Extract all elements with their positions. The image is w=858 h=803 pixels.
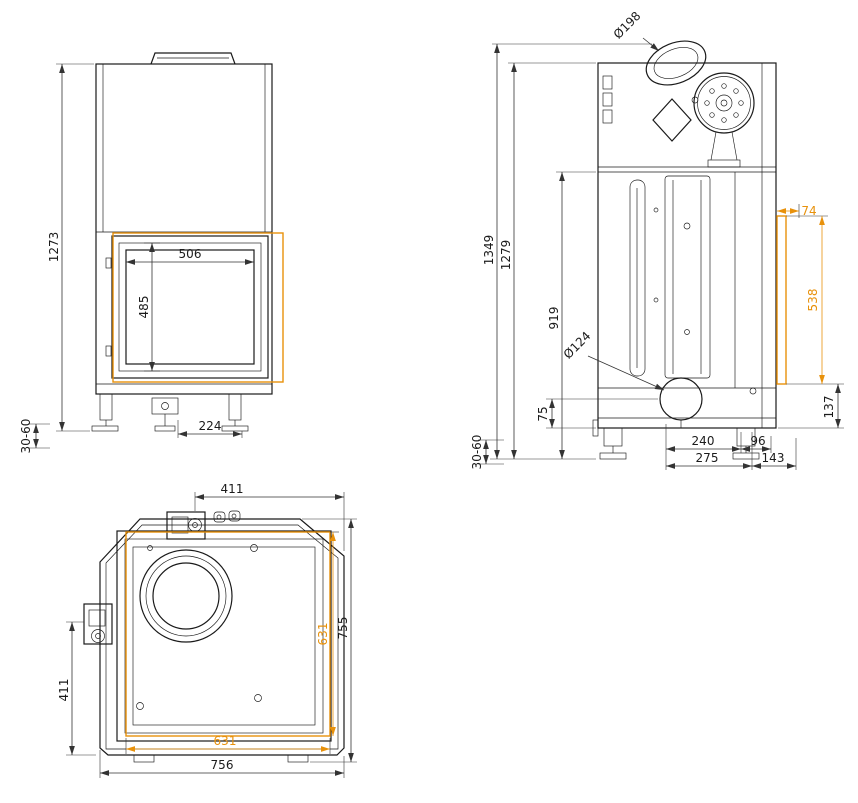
side-accent-panel <box>776 215 787 385</box>
front-hinge-top <box>105 257 112 269</box>
front-foot-right <box>221 425 249 432</box>
side-foot-front <box>599 452 627 460</box>
side-damper-diamond <box>652 98 692 142</box>
front-view: 1273 30-60 506 485 224 <box>19 52 284 454</box>
dim-label-front-glass-height: 485 <box>137 296 151 319</box>
dim-label-side-back-overhang: 143 <box>762 451 785 465</box>
top-outer-outline <box>99 518 345 756</box>
dim-label-top-width-overall: 756 <box>211 758 234 772</box>
top-latch-left <box>83 603 113 645</box>
leader-flue <box>642 37 660 52</box>
front-foot-left <box>91 425 119 432</box>
side-base <box>592 419 760 460</box>
front-hinge-bottom <box>105 345 112 357</box>
side-vent-slots <box>602 75 613 124</box>
side-inner-panels <box>629 172 736 388</box>
dim-label-side-duct-to-back: 275 <box>696 451 719 465</box>
dim-label-side-flue-diameter: Ø198 <box>611 9 644 42</box>
dim-label-side-top-offset: 74 <box>801 204 816 218</box>
front-accent-frame <box>112 232 284 383</box>
side-body <box>597 40 777 429</box>
dim-label-top-accent-width: 631 <box>214 734 237 748</box>
dim-label-side-duct-to-rear: 240 <box>692 434 715 448</box>
top-foot-tab-right <box>287 754 309 763</box>
front-glass <box>125 249 255 365</box>
front-center-box <box>151 397 179 415</box>
side-dimensions: Ø198 1349 1279 919 Ø124 75 30-60 <box>470 9 844 470</box>
dim-label-side-rear-offset: 96 <box>750 434 765 448</box>
front-door-frame <box>111 235 269 379</box>
front-body <box>95 52 273 395</box>
dim-label-side-foot-range: 30-60 <box>470 435 484 470</box>
front-base <box>91 393 249 432</box>
dim-label-top-accent-depth: 631 <box>316 623 330 646</box>
leader-duct <box>587 355 665 391</box>
top-foot-tab-left <box>133 754 155 763</box>
top-inner-body <box>116 530 332 742</box>
side-flue-outlet <box>645 40 707 86</box>
dim-label-front-foot-spacing: 224 <box>199 419 222 433</box>
dim-label-side-mid-height: 919 <box>547 307 561 330</box>
dim-label-side-rear-panel-height: 538 <box>806 289 820 312</box>
dim-label-side-overall-height: 1349 <box>482 235 496 266</box>
top-latch-top <box>166 511 206 540</box>
dim-label-front-glass-width: 506 <box>179 247 202 261</box>
top-flue-circle-inner <box>152 562 220 630</box>
side-fan-unit <box>693 72 755 168</box>
side-body-outline <box>597 62 777 429</box>
dim-label-top-latch-to-bottom: 411 <box>57 679 71 702</box>
dim-label-side-duct-height: 75 <box>536 406 550 421</box>
top-dimensions: 411 411 755 631 631 756 <box>57 482 357 778</box>
top-view: 411 411 755 631 631 756 <box>57 482 357 778</box>
side-foot-rear <box>732 452 760 460</box>
top-body <box>83 510 345 763</box>
top-flue-circle-outer <box>139 549 233 643</box>
dim-label-side-base-height: 137 <box>822 396 836 419</box>
top-accent-square <box>125 531 331 737</box>
front-dimensions: 1273 30-60 506 485 224 <box>19 63 254 454</box>
side-view: Ø198 1349 1279 919 Ø124 75 30-60 <box>470 9 844 470</box>
side-duct-circle <box>659 377 703 421</box>
dim-label-front-overall-height: 1273 <box>47 232 61 263</box>
front-foot-center <box>154 425 176 432</box>
dim-label-side-body-height: 1279 <box>499 240 513 271</box>
dim-label-top-latch-to-right: 411 <box>221 482 244 496</box>
dim-label-front-foot-range: 30-60 <box>19 419 33 454</box>
front-body-outline <box>95 63 273 395</box>
front-firebox <box>105 235 269 379</box>
front-flue-collar <box>150 52 236 65</box>
dim-label-top-depth-overall: 755 <box>336 617 350 640</box>
